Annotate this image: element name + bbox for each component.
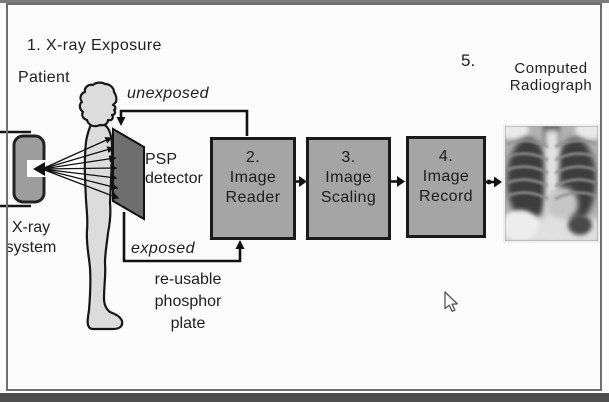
radiograph-caption-line2: Radiograph — [509, 77, 593, 94]
plate-label-line2: phosphor — [154, 293, 222, 310]
exposed-label: exposed — [131, 240, 195, 257]
reusable-phosphor-plate-label: re-usable phosphor plate — [138, 269, 238, 335]
flow-arrow-reader-to-scaling — [296, 176, 307, 187]
top-letterbox-bar — [0, 0, 609, 3]
psp-detector-label: PSP detector — [145, 150, 203, 188]
box-reader-line1: Image — [229, 169, 277, 186]
computed-radiograph-caption: Computed Radiograph — [497, 60, 605, 94]
box-scaling-number: 3. — [341, 149, 356, 166]
plate-label-line1: re-usable — [154, 271, 222, 288]
bottom-letterbox-bar — [0, 393, 609, 402]
box-scaling-line2: Scaling — [320, 189, 377, 206]
box-record-number: 4. — [438, 148, 454, 165]
standing-patient-silhouette — [78, 81, 124, 331]
xray-system-label-line1: X-ray — [11, 219, 51, 236]
box-record-line2: Record — [419, 188, 473, 205]
xray-tube-icon — [12, 134, 46, 204]
unexposed-label: unexposed — [127, 85, 209, 102]
arrow-pointer-icon — [444, 291, 458, 312]
radiograph-caption-line1: Computed — [514, 60, 588, 77]
patient-label: Patient — [18, 69, 70, 86]
plate-label-line3: plate — [170, 315, 206, 332]
flow-arrow-scaling-to-record — [391, 176, 405, 187]
psp-detector-plate-icon — [112, 127, 145, 221]
box-reader-number: 2. — [245, 149, 261, 166]
unexposed-path-arrow — [116, 109, 249, 136]
process-box-image-reader: 2. Image Reader — [210, 137, 296, 240]
exposed-path-arrow — [122, 212, 245, 263]
box-scaling-line1: Image — [325, 169, 372, 186]
box-reader-line2: Reader — [225, 189, 281, 206]
xray-system-bracket — [0, 130, 31, 208]
process-box-image-record: 4. Image Record — [406, 136, 486, 238]
flow-arrow-record-to-radiograph — [486, 176, 502, 188]
stage5-number: 5. — [461, 51, 476, 70]
chest-xray-image — [503, 124, 600, 243]
xray-system-label-line2: system — [5, 239, 57, 256]
stage1-title: 1. X-ray Exposure — [27, 37, 162, 54]
xray-beam-rays — [41, 137, 120, 200]
psp-label-line2: detector — [145, 170, 203, 187]
psp-label-line1: PSP — [145, 151, 178, 168]
xray-system-label: X-ray system — [0, 218, 62, 258]
box-record-line1: Image — [422, 168, 470, 185]
process-box-image-scaling: 3. Image Scaling — [306, 137, 391, 240]
